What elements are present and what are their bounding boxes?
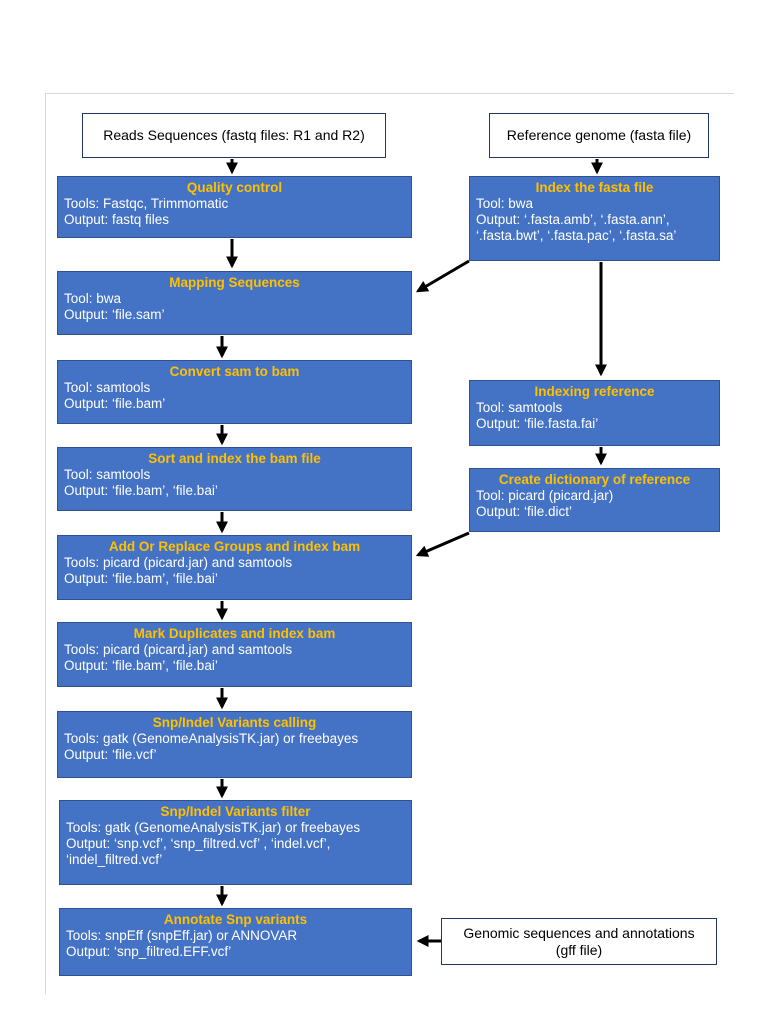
step-line: Output: ‘file.bam’, ‘file.bai’	[64, 483, 218, 498]
step-line: ‘.fasta.bwt’, ‘.fasta.pac’, ‘.fasta.sa’	[476, 228, 677, 243]
step-line: Output: ‘file.vcf’	[64, 747, 157, 762]
step-line: Output: ‘file.sam’	[64, 307, 165, 322]
step-title: Create dictionary of reference	[498, 472, 691, 487]
step-index-fasta: Index the fasta file Tool: bwa Output: ‘…	[469, 176, 720, 261]
step-line: Tools: Fastqc, Trimmomatic	[64, 196, 229, 211]
step-title: Convert sam to bam	[169, 364, 300, 379]
annotations-label-line2: (gff file)	[555, 941, 603, 958]
step-mapping-sequences: Mapping Sequences Tool: bwa Output: ‘fil…	[57, 271, 412, 335]
step-line: Tool: samtools	[64, 467, 151, 482]
step-line: Tools: snpEff (snpEff.jar) or ANNOVAR	[66, 928, 298, 943]
reference-input-box: Reference genome (fasta file)	[489, 113, 709, 158]
step-title: Indexing reference	[534, 384, 655, 399]
step-line: Output: ‘snp_filtred.EFF.vcf’	[66, 944, 232, 959]
reference-input-label: Reference genome (fasta file)	[506, 127, 692, 143]
step-line: Output: ‘file.bam’, ‘file.bai’	[64, 658, 218, 673]
step-variants-filter: Snp/Indel Variants filter Tools: gatk (G…	[59, 800, 412, 885]
arrow-dictionary-to-addgroups	[415, 531, 470, 557]
arrow-index-to-mapping	[415, 259, 470, 293]
reads-input-box: Reads Sequences (fastq files: R1 and R2)	[82, 113, 386, 158]
step-line: Tools: gatk (GenomeAnalysisTK.jar) or fr…	[66, 820, 361, 835]
step-mark-duplicates: Mark Duplicates and index bam Tools: pic…	[57, 622, 412, 687]
step-line: Output: ‘file.fasta.fai’	[476, 416, 599, 431]
step-title: Mark Duplicates and index bam	[133, 626, 336, 641]
step-title: Mapping Sequences	[169, 275, 300, 290]
step-line: ‘indel_filtred.vcf’	[66, 852, 163, 867]
step-sort-and-index: Sort and index the bam file Tool: samtoo…	[57, 447, 412, 511]
step-line: Output: ‘.fasta.amb’, ‘.fasta.ann’,	[476, 212, 670, 227]
step-line: Tool: bwa	[476, 196, 534, 211]
step-title: Quality control	[186, 180, 283, 195]
step-line: Output: fastq files	[64, 212, 170, 227]
step-title: Annotate Snp variants	[163, 912, 308, 927]
step-title: Sort and index the bam file	[148, 451, 321, 466]
annotations-input-box: Genomic sequences and annotations (gff f…	[441, 918, 717, 965]
step-line: Output: ‘file.bam’	[64, 396, 166, 411]
step-convert-sam-to-bam: Convert sam to bam Tool: samtools Output…	[57, 360, 412, 424]
diagram-frame	[45, 93, 734, 994]
step-quality-control: Quality control Tools: Fastqc, Trimmomat…	[57, 176, 412, 238]
step-line: Tools: picard (picard.jar) and samtools	[64, 555, 293, 570]
step-line: Output: ‘file.dict’	[476, 504, 573, 519]
step-line: Tool: bwa	[64, 291, 122, 306]
step-line: Tools: gatk (GenomeAnalysisTK.jar) or fr…	[64, 731, 359, 746]
reads-input-label: Reads Sequences (fastq files: R1 and R2)	[103, 127, 365, 143]
step-indexing-reference: Indexing reference Tool: samtools Output…	[469, 380, 720, 446]
step-title: Snp/Indel Variants filter	[160, 804, 311, 819]
annotations-label-line1: Genomic sequences and annotations	[463, 924, 695, 941]
step-line: Tools: picard (picard.jar) and samtools	[64, 642, 293, 657]
step-annotate-snp: Annotate Snp variants Tools: snpEff (snp…	[59, 908, 412, 976]
step-line: Output: ‘snp.vcf’, ‘snp_filtred.vcf’ , ‘…	[66, 836, 331, 851]
step-line: Output: ‘file.bam’, ‘file.bai’	[64, 571, 218, 586]
step-title: Snp/Indel Variants calling	[152, 715, 317, 730]
step-line: Tool: picard (picard.jar)	[476, 488, 614, 503]
step-title: Index the fasta file	[535, 180, 654, 195]
step-variants-calling: Snp/Indel Variants calling Tools: gatk (…	[57, 711, 412, 778]
step-line: Tool: samtools	[64, 380, 151, 395]
step-line: Tool: samtools	[476, 400, 563, 415]
step-title: Add Or Replace Groups and index bam	[108, 539, 361, 554]
step-create-dictionary: Create dictionary of reference Tool: pic…	[469, 468, 720, 532]
step-add-or-replace-groups: Add Or Replace Groups and index bam Tool…	[57, 535, 412, 600]
